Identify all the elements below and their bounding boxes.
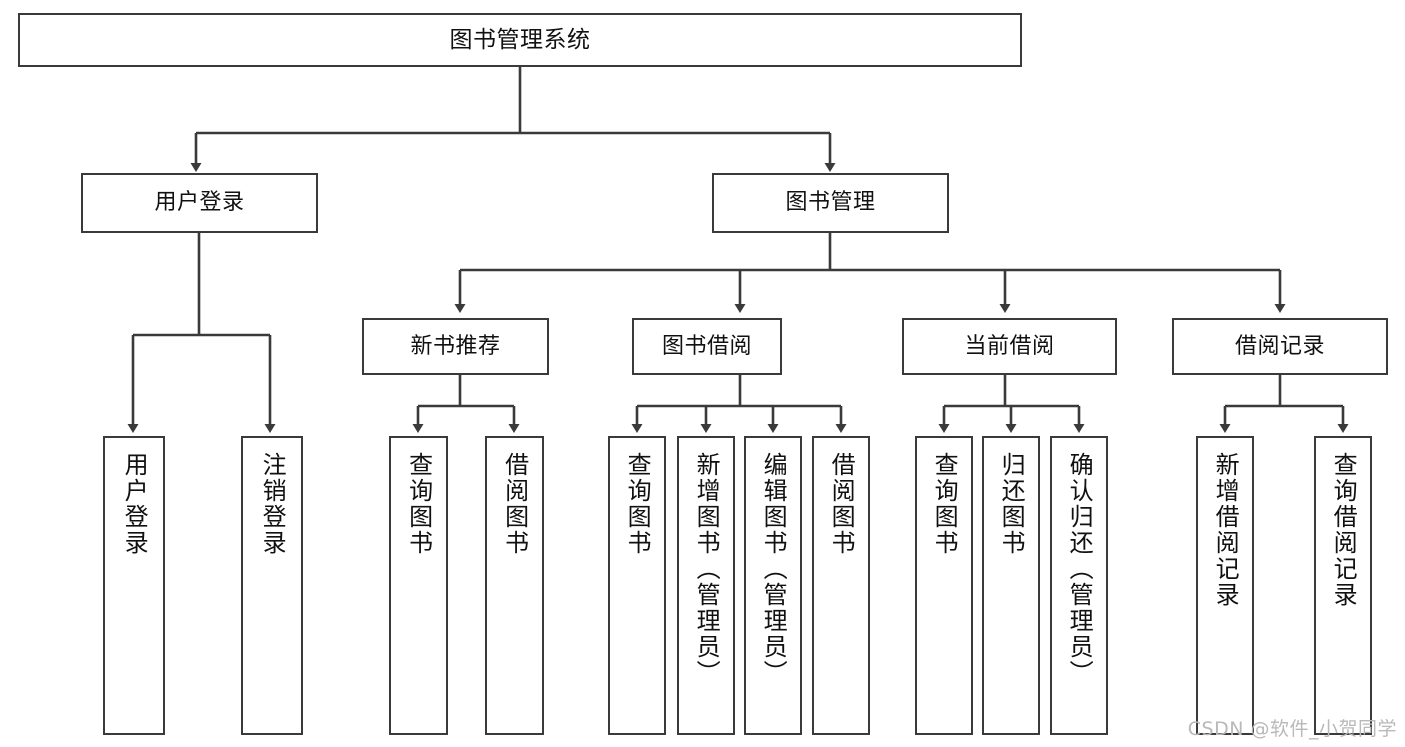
node-label: 新增图书（管理员） <box>692 452 721 686</box>
leaf-recommend-query-book[interactable]: 查询图书 <box>389 436 448 735</box>
node-label: 归还图书 <box>997 452 1026 556</box>
node-label: 查询图书 <box>404 452 433 556</box>
leaf-borrow-edit-book[interactable]: 编辑图书（管理员） <box>744 436 802 735</box>
node-label: 查询图书 <box>930 452 959 556</box>
node-root-system[interactable]: 图书管理系统 <box>18 13 1022 67</box>
leaf-borrow-borrow-book[interactable]: 借阅图书 <box>812 436 870 735</box>
node-label: 查询借阅记录 <box>1329 452 1358 608</box>
node-label: 图书管理 <box>785 190 876 216</box>
leaf-current-confirm-return[interactable]: 确认归还（管理员） <box>1050 436 1108 735</box>
node-book-management[interactable]: 图书管理 <box>712 173 949 233</box>
node-label: 新书推荐 <box>410 333 501 359</box>
node-label: 图书借阅 <box>661 333 752 359</box>
node-borrow-record[interactable]: 借阅记录 <box>1172 318 1388 375</box>
node-label: 借阅记录 <box>1234 333 1325 359</box>
leaf-record-add[interactable]: 新增借阅记录 <box>1196 436 1254 735</box>
leaf-borrow-add-book[interactable]: 新增图书（管理员） <box>677 436 735 735</box>
leaf-user-login[interactable]: 用户登录 <box>103 436 165 735</box>
node-label: 查询图书 <box>623 452 652 556</box>
node-label: 注销登录 <box>258 452 287 556</box>
leaf-borrow-query-book[interactable]: 查询图书 <box>608 436 666 735</box>
leaf-current-query-book[interactable]: 查询图书 <box>915 436 973 735</box>
node-label: 借阅图书 <box>827 452 856 556</box>
node-user-login[interactable]: 用户登录 <box>81 173 318 233</box>
node-current-borrow[interactable]: 当前借阅 <box>902 318 1117 375</box>
node-label: 用户登录 <box>154 190 245 216</box>
csdn-watermark: CSDN @软件_小贺同学 <box>1187 718 1397 740</box>
node-label: 确认归还（管理员） <box>1065 452 1094 686</box>
node-label: 编辑图书（管理员） <box>759 452 788 686</box>
node-label: 借阅图书 <box>500 452 529 556</box>
leaf-user-logout[interactable]: 注销登录 <box>241 436 303 735</box>
node-new-book-recommend[interactable]: 新书推荐 <box>362 318 549 375</box>
node-label: 新增借阅记录 <box>1211 452 1240 608</box>
leaf-current-return-book[interactable]: 归还图书 <box>982 436 1040 735</box>
node-book-borrow[interactable]: 图书借阅 <box>632 318 782 375</box>
leaf-recommend-borrow-book[interactable]: 借阅图书 <box>485 436 544 735</box>
node-label: 图书管理系统 <box>449 26 591 53</box>
node-label: 当前借阅 <box>964 333 1055 359</box>
node-label: 用户登录 <box>120 452 149 556</box>
leaf-record-query[interactable]: 查询借阅记录 <box>1314 436 1372 735</box>
